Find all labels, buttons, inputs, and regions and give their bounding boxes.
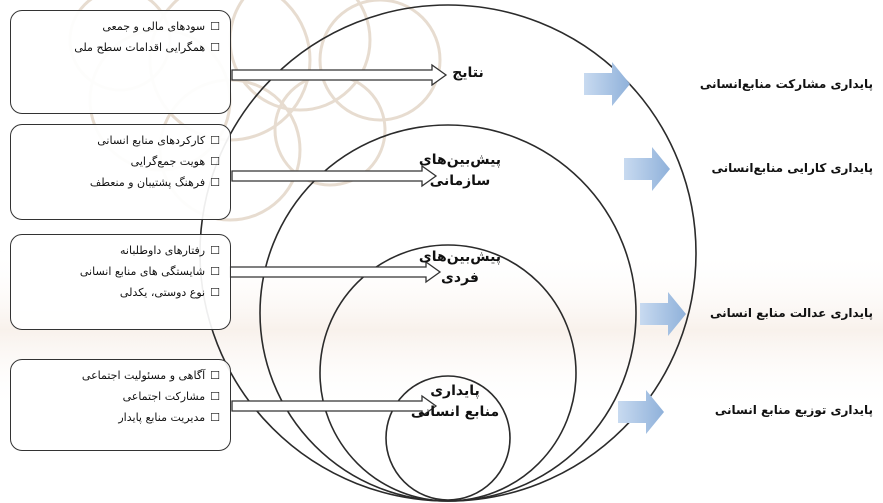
hollow-arrows (229, 63, 448, 418)
checkbox-icon: ☐ (210, 155, 220, 168)
outcome-participation: پایداری مشارکت منابع‌انسانی (699, 77, 873, 91)
label-individual-predictors: پیش‌بین‌های فردی (418, 249, 502, 286)
outcome-justice: پایداری عدالت منابع انسانی (710, 306, 873, 320)
checkbox-icon: ☐ (210, 20, 220, 33)
list-item: ☐فرهنگ پشتیبان و منعطف (89, 176, 220, 189)
blue-arrow-3 (640, 292, 686, 336)
predictor-box-core: ☐آگاهی و مسئولیت اجتماعی ☐مشارکت اجتماعی… (10, 359, 231, 451)
list-item: ☐همگرایی اقدامات سطح ملی (74, 41, 220, 54)
list-item: ☐شایستگی های منابع انسانی (79, 265, 220, 278)
circle-core (385, 375, 511, 501)
label-core-sustainability: پایداری منابع انسانی (410, 383, 500, 420)
checkbox-icon: ☐ (210, 369, 220, 382)
hollow-arrow-4 (231, 394, 438, 418)
circle-individual (319, 244, 577, 502)
list-item: ☐کارکردهای منابع انسانی (97, 134, 220, 147)
list-item: ☐هویت جمع‌گرایی (130, 155, 220, 168)
list-item: ☐سودهای مالی و جمعی (102, 20, 220, 33)
predictor-box-individual: ☐رفتارهای داوطلبانه ☐شایستگی های منابع ا… (10, 234, 231, 330)
blue-arrow-2 (624, 147, 670, 191)
list-item: ☐مدیریت منابع پایدار (118, 411, 220, 424)
hollow-arrow-3 (229, 260, 442, 284)
predictor-box-outcomes: ☐سودهای مالی و جمعی ☐همگرایی اقدامات سطح… (10, 10, 231, 114)
checkbox-icon: ☐ (210, 176, 220, 189)
blue-arrow-4 (618, 390, 664, 434)
hollow-arrow-2 (231, 164, 438, 188)
predictor-box-organizational: ☐کارکردهای منابع انسانی ☐هویت جمع‌گرایی … (10, 124, 231, 220)
list-item: ☐آگاهی و مسئولیت اجتماعی (81, 369, 220, 382)
checkbox-icon: ☐ (210, 411, 220, 424)
checkbox-icon: ☐ (210, 41, 220, 54)
list-item: ☐نوع دوستی، یکدلی (119, 286, 220, 299)
list-item: ☐مشارکت اجتماعی (122, 390, 220, 403)
label-outcomes: نتایج (452, 65, 484, 81)
checkbox-icon: ☐ (210, 244, 220, 257)
hollow-arrow-1 (231, 63, 448, 87)
outcome-efficiency: پایداری کارایی منابع‌انسانی (711, 161, 874, 175)
blue-arrow-1 (584, 62, 630, 106)
checkbox-icon: ☐ (210, 286, 220, 299)
checkbox-icon: ☐ (210, 265, 220, 278)
checkbox-icon: ☐ (210, 134, 220, 147)
outcome-distribution: پایداری توزیع منابع انسانی (714, 403, 873, 417)
list-item: ☐رفتارهای داوطلبانه (120, 244, 220, 257)
label-organizational-predictors: پیش‌بین‌های سازمانی (418, 152, 502, 189)
blue-arrows (584, 62, 686, 434)
checkbox-icon: ☐ (210, 390, 220, 403)
